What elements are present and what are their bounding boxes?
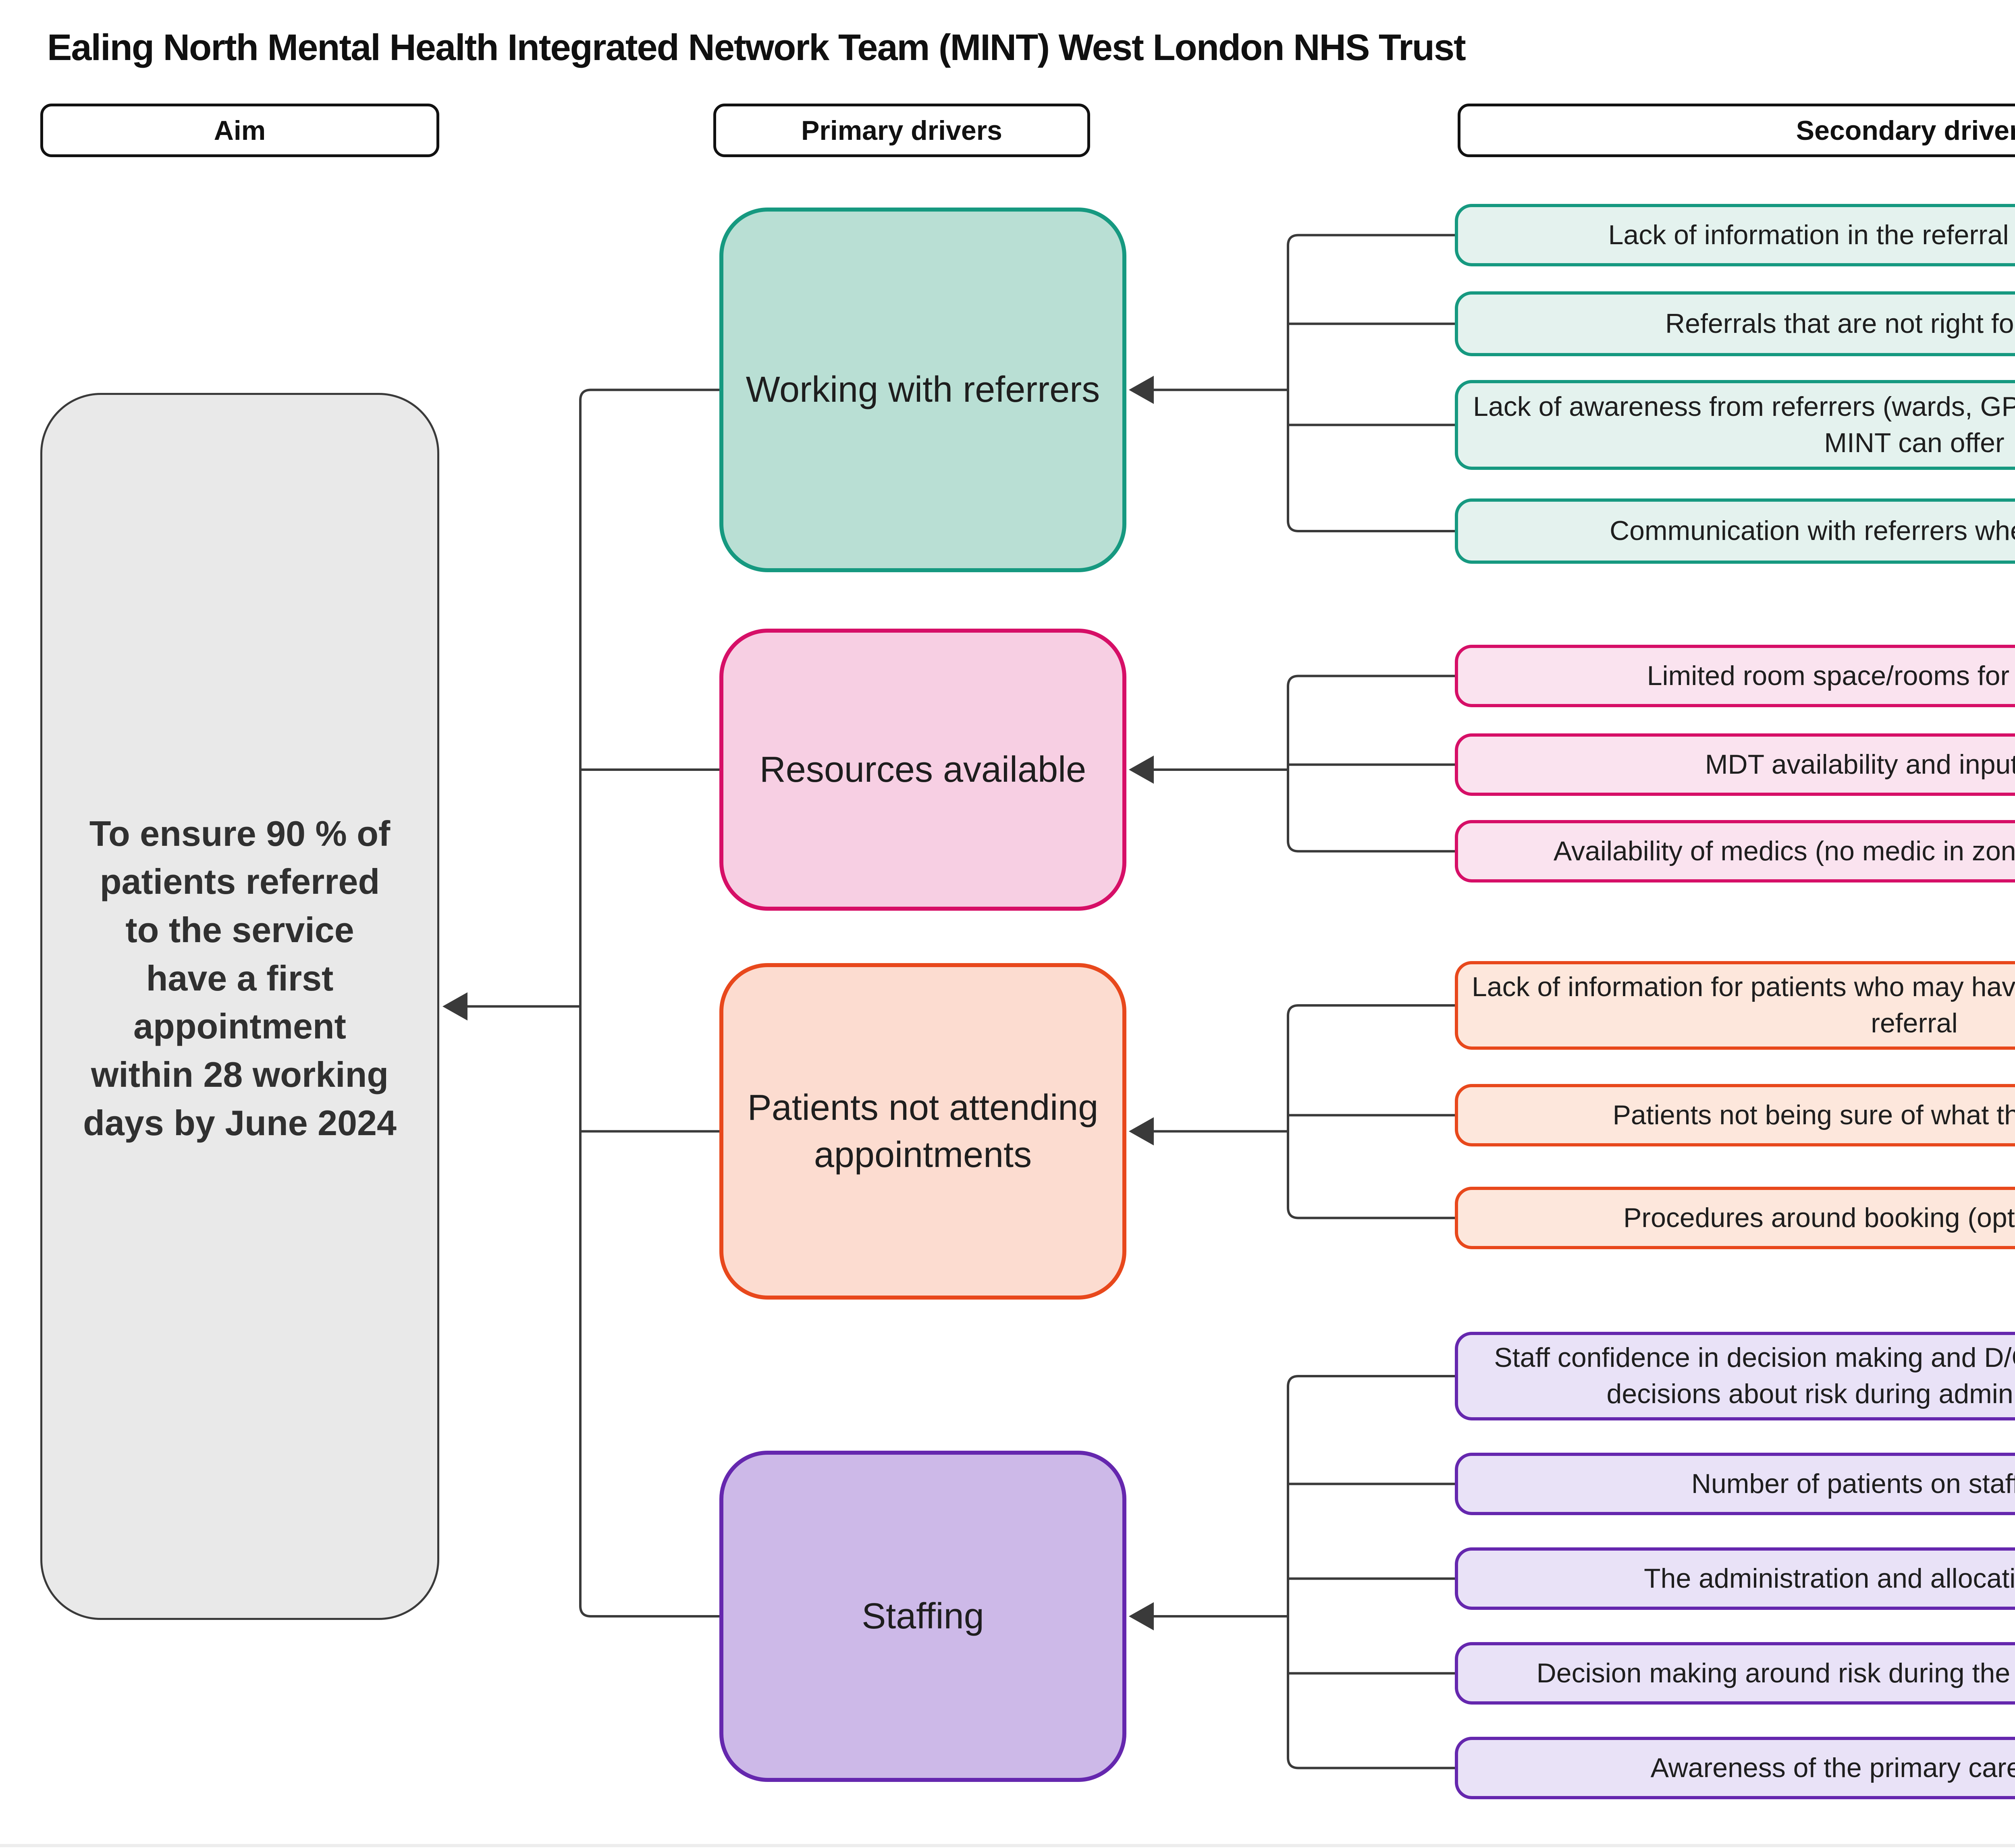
secondary-driver-staffing-3: The administration and allocation of ref… bbox=[1455, 1547, 2015, 1610]
secondary-driver-staffing-2: Number of patients on staff caseload bbox=[1455, 1453, 2015, 1515]
diagram-title: Ealing North Mental Health Integrated Ne… bbox=[47, 27, 1466, 68]
secondary-driver-working-with-referrers-2: Referrals that are not right for the ser… bbox=[1455, 291, 2015, 356]
bottom-divider bbox=[0, 1844, 2015, 1847]
column-header-aim: Aim bbox=[40, 104, 439, 157]
secondary-driver-patients-not-attending-appointments-2: Patients not being sure of what the asse… bbox=[1455, 1084, 2015, 1146]
primary-driver-working-with-referrers: Working with referrers bbox=[719, 208, 1126, 572]
aim-box: To ensure 90 % of patients referred to t… bbox=[40, 393, 439, 1620]
arrowhead-into-staffing bbox=[1129, 1602, 1154, 1630]
secondary-driver-resources-available-3: Availability of medics (no medic in zoni… bbox=[1455, 820, 2015, 882]
secondary-driver-resources-available-2: MDT availability and input in triage bbox=[1455, 733, 2015, 796]
aim-text: To ensure 90 % of patients referred to t… bbox=[83, 813, 397, 1143]
arrowhead-into-working-with-referrers bbox=[1129, 376, 1154, 404]
secondary-driver-staffing-4: Decision making around risk during the a… bbox=[1455, 1642, 2015, 1705]
secondary-driver-staffing-1: Staff confidence in decision making and … bbox=[1455, 1332, 2015, 1420]
secondary-driver-resources-available-1: Limited room space/rooms for appointment… bbox=[1455, 645, 2015, 707]
primary-driver-resources-available: Resources available bbox=[719, 629, 1126, 911]
secondary-driver-patients-not-attending-appointments-1: Lack of information for patients who may… bbox=[1455, 961, 2015, 1050]
secondary-driver-patients-not-attending-appointments-3: Procedures around booking (opt in letter… bbox=[1455, 1187, 2015, 1249]
secondary-driver-working-with-referrers-1: Lack of information in the referral (i.e… bbox=[1455, 204, 2015, 266]
column-header-secondary-drivers-label: Secondary drivers bbox=[1796, 115, 2015, 146]
arrowhead-into-patients-not-attending-appointments bbox=[1129, 1117, 1154, 1146]
secondary-driver-working-with-referrers-3: Lack of awareness from referrers (wards,… bbox=[1455, 380, 2015, 470]
secondary-driver-working-with-referrers-4: Communication with referrers when things… bbox=[1455, 498, 2015, 564]
column-header-aim-label: Aim bbox=[214, 115, 266, 146]
column-header-secondary-drivers: Secondary drivers bbox=[1458, 104, 2015, 157]
column-header-primary-drivers-label: Primary drivers bbox=[801, 115, 1002, 146]
primary-driver-staffing: Staffing bbox=[719, 1451, 1126, 1782]
column-header-primary-drivers: Primary drivers bbox=[713, 104, 1090, 157]
primary-driver-patients-not-attending-appointments: Patients not attending appointments bbox=[719, 963, 1126, 1300]
arrowhead-into-aim bbox=[442, 992, 467, 1021]
secondary-driver-staffing-5: Awareness of the primary care MINT model bbox=[1455, 1737, 2015, 1799]
arrowhead-into-resources-available bbox=[1129, 756, 1154, 784]
